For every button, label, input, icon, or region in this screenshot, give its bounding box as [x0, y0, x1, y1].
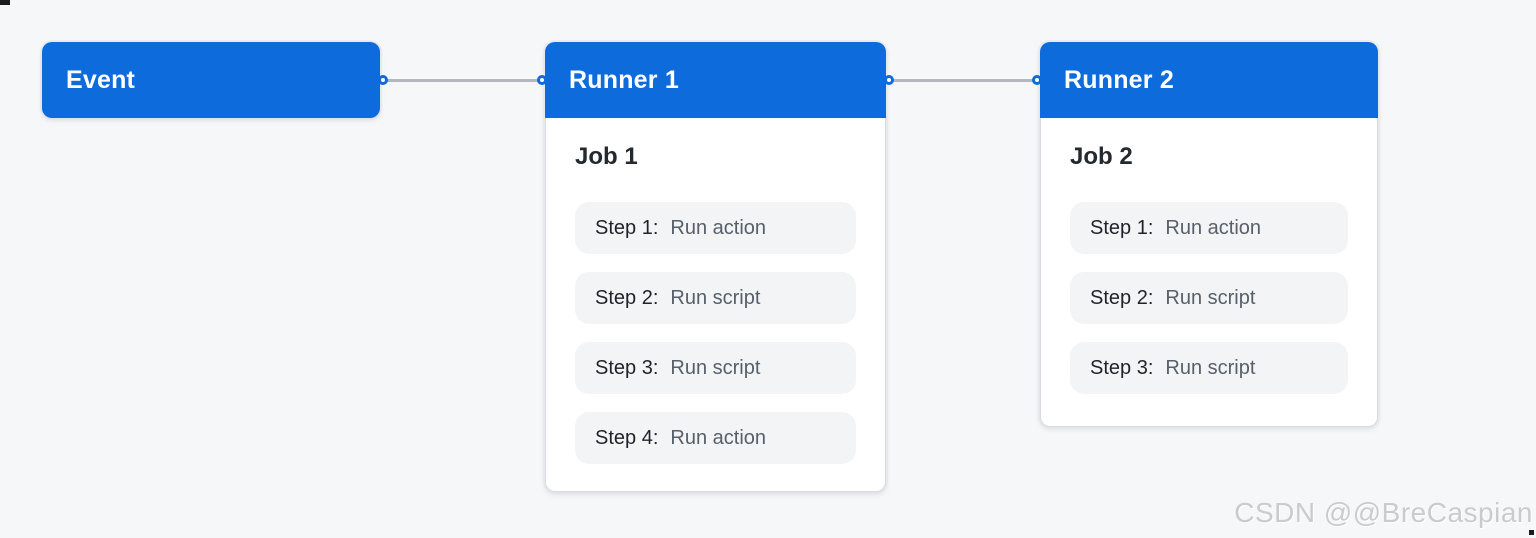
runner1-title: Runner 1 — [569, 65, 679, 94]
step-label: Step 1: — [595, 216, 659, 239]
watermark: CSDN @@BreCaspian — [1234, 497, 1533, 528]
job1-step-2: Step 2: Run script — [575, 272, 856, 324]
step-value: Run script — [1165, 286, 1256, 309]
job1-step-1: Step 1: Run action — [575, 202, 856, 254]
step-value: Run action — [670, 426, 767, 449]
runner1-header: Runner 1 — [537, 42, 894, 118]
step-label: Step 4: — [595, 426, 659, 449]
runner2-title: Runner 2 — [1064, 65, 1174, 94]
job1-step-4: Step 4: Run action — [575, 412, 856, 464]
step-label: Step 3: — [595, 356, 659, 379]
job2-title: Job 2 — [1070, 143, 1133, 170]
event-output-port-icon — [378, 75, 388, 85]
step-value: Run action — [1165, 216, 1262, 239]
runner2-input-port-icon — [1032, 75, 1042, 85]
step-value: Run action — [670, 216, 767, 239]
runner1-body: Job 1 Step 1: Run action Step 2: Run scr… — [546, 118, 885, 464]
job1-step-3: Step 3: Run script — [575, 342, 856, 394]
runner1-output-port-icon — [884, 75, 894, 85]
job2-step-1: Step 1: Run action — [1070, 202, 1348, 254]
job1-title: Job 1 — [575, 143, 638, 170]
connector-runner1-runner2 — [886, 79, 1040, 82]
event-node: Event — [42, 42, 388, 118]
connector-event-runner1 — [380, 79, 545, 82]
step-value: Run script — [670, 356, 761, 379]
corner-artifact-bottom-right — [1529, 530, 1534, 535]
runner2-card: Runner 2 Job 2 Step 1: Run action Step 2… — [1032, 42, 1378, 427]
step-label: Step 2: — [1090, 286, 1154, 309]
step-value: Run script — [1165, 356, 1256, 379]
step-label: Step 3: — [1090, 356, 1154, 379]
step-label: Step 2: — [595, 286, 659, 309]
step-label: Step 1: — [1090, 216, 1154, 239]
step-value: Run script — [670, 286, 761, 309]
runner1-card: Runner 1 Job 1 Step 1: Run action Step 2… — [537, 42, 894, 492]
corner-artifact-top-left — [0, 0, 10, 5]
runner1-input-port-icon — [537, 75, 547, 85]
job2-step-2: Step 2: Run script — [1070, 272, 1348, 324]
job2-step-3: Step 3: Run script — [1070, 342, 1348, 394]
runner2-header: Runner 2 — [1032, 42, 1378, 118]
event-title: Event — [66, 65, 136, 94]
runner2-body: Job 2 Step 1: Run action Step 2: Run scr… — [1041, 118, 1377, 394]
